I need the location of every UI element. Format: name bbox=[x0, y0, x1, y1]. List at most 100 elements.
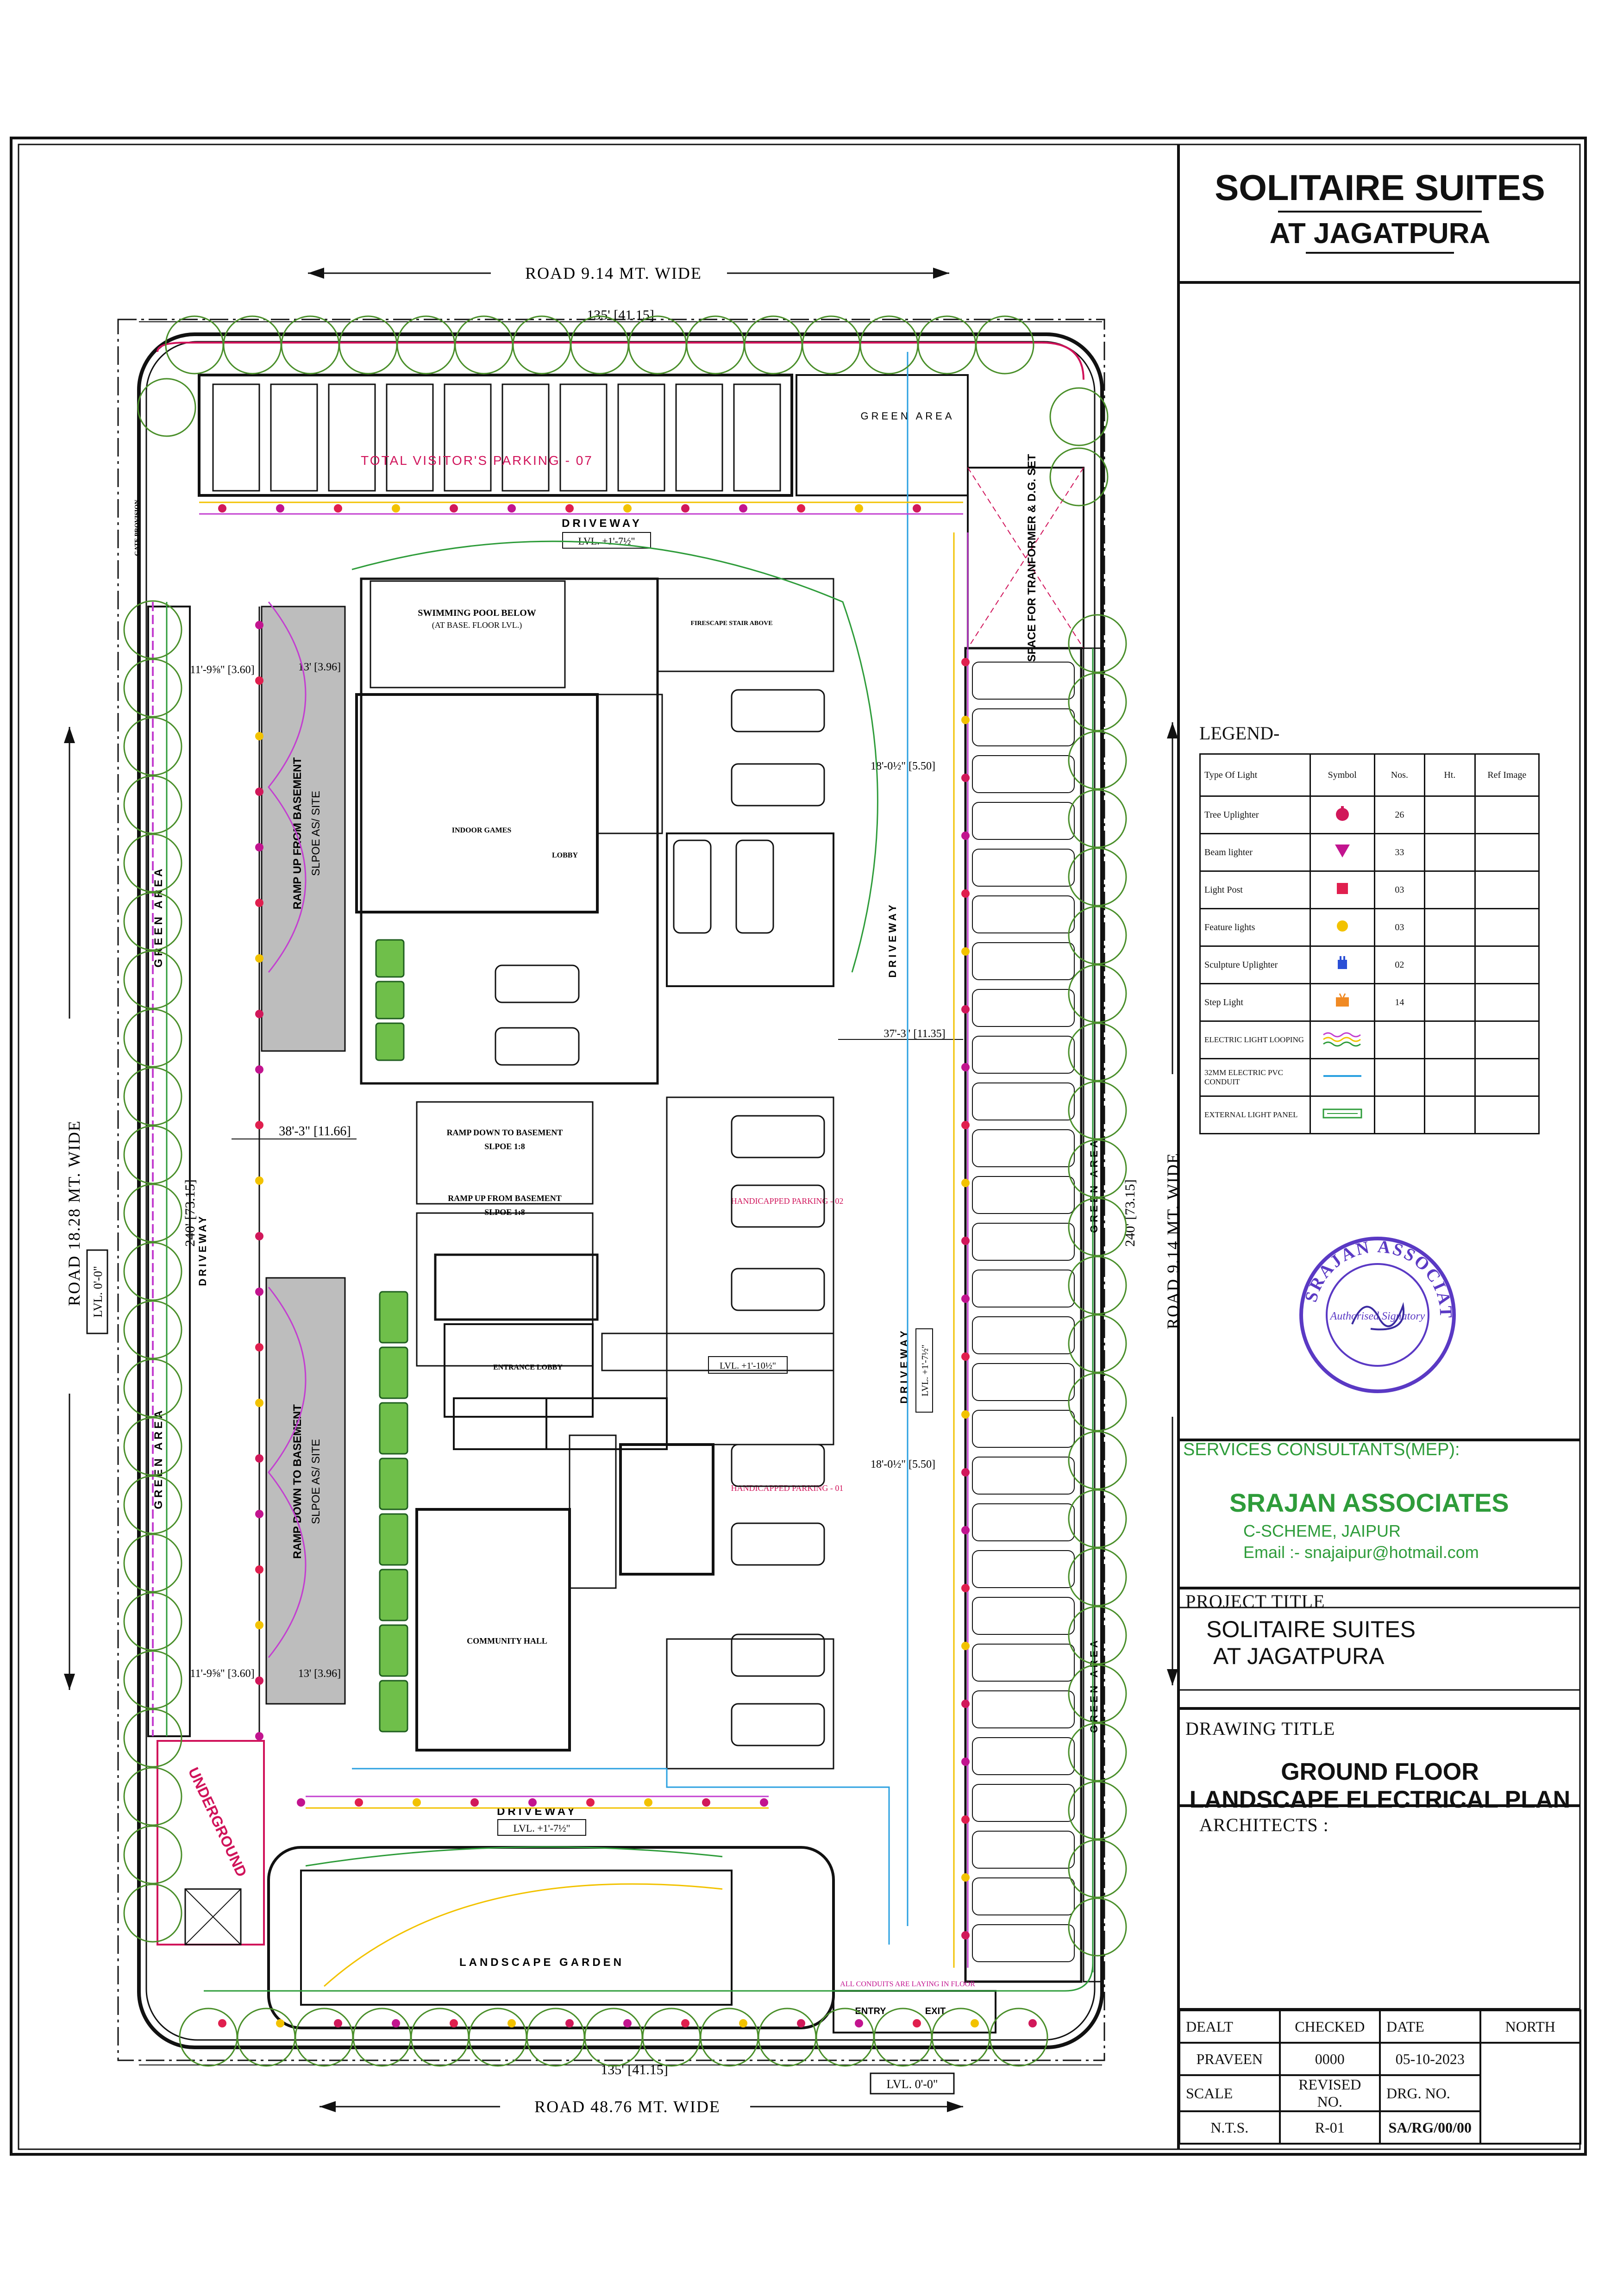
tree bbox=[1068, 1314, 1127, 1373]
light-fixture bbox=[961, 1700, 970, 1708]
parking-bay bbox=[972, 1784, 1075, 1822]
road-bottom: ROAD 48.76 MT. WIDE bbox=[320, 2097, 963, 2116]
legend-row: 32MM ELECTRIC PVC CONDUIT bbox=[1199, 1058, 1540, 1097]
detail-value: R-01 bbox=[1278, 2110, 1381, 2145]
inner-border bbox=[18, 144, 1581, 2150]
light-fixtures bbox=[218, 504, 1037, 2027]
legend-count: 02 bbox=[1373, 945, 1426, 984]
light-fixture bbox=[961, 1468, 970, 1476]
tree bbox=[223, 315, 282, 375]
handicapped-parking-2: HANDICAPPED PARKING - 01 bbox=[731, 1483, 844, 1493]
light-fixture bbox=[961, 1295, 970, 1303]
parking-bay bbox=[972, 755, 1075, 793]
legend-table: Type Of Light Symbol Nos. Ht. Ref Image … bbox=[1199, 753, 1540, 1134]
tree bbox=[352, 2008, 412, 2067]
parking-bay bbox=[972, 1270, 1075, 1308]
parking-bay bbox=[972, 1831, 1075, 1869]
legend-row: Feature lights 03 bbox=[1199, 908, 1540, 947]
tree bbox=[123, 775, 182, 834]
parking-bay bbox=[972, 1597, 1075, 1635]
tree bbox=[123, 1533, 182, 1593]
project-title-label: PROJECT TITLE bbox=[1185, 1591, 1325, 1612]
tree bbox=[338, 315, 398, 375]
parking-bay bbox=[972, 662, 1075, 700]
driveway-top-label: DRIVEWAY bbox=[562, 517, 642, 530]
legend-type: Beam lighter bbox=[1199, 833, 1311, 872]
driveway-center-level: LVL. +1'-7½" bbox=[920, 1345, 930, 1396]
light-fixture bbox=[961, 658, 970, 666]
tree bbox=[1068, 906, 1127, 965]
tree bbox=[1049, 447, 1109, 507]
parking-bay bbox=[972, 1316, 1075, 1354]
dim-11-a: 11'-9⅝" [3.60] bbox=[190, 664, 254, 676]
tree bbox=[123, 1008, 182, 1068]
legend-count: 03 bbox=[1373, 870, 1426, 909]
legend-title: LEGEND- bbox=[1199, 723, 1280, 744]
light-fixture bbox=[739, 2019, 747, 2027]
title-block-lines bbox=[1178, 281, 1580, 2011]
light-fixture bbox=[913, 504, 921, 513]
ramp-up-mid-slope: SLPOE 1:8 bbox=[484, 1207, 525, 1217]
project-name-line2: AT JAGATPURA bbox=[1269, 218, 1491, 250]
light-fixture bbox=[961, 1642, 970, 1650]
tree bbox=[179, 2008, 238, 2067]
tree bbox=[123, 1475, 182, 1534]
light-fixture bbox=[855, 2019, 863, 2027]
light-fixture bbox=[565, 504, 574, 513]
tree bbox=[744, 315, 803, 375]
transformer-label: SPACE FOR TRANFORMER & D.G. SET bbox=[1026, 454, 1038, 662]
underground-tank: UNDERGROUND bbox=[157, 1740, 265, 1946]
legend-type: Light Post bbox=[1199, 870, 1311, 909]
light-fixture bbox=[961, 1931, 970, 1939]
mid-level-label: LVL. +1'-10½" bbox=[720, 1361, 776, 1371]
tree bbox=[123, 1067, 182, 1126]
tree bbox=[1068, 1256, 1127, 1315]
tree bbox=[859, 315, 919, 375]
conduits-note: ALL CONDUITS ARE LAYING IN FLOOR bbox=[840, 1980, 975, 1988]
dim-37: 37'-3" [11.35] bbox=[884, 1028, 945, 1040]
project-title-line1: SOLITAIRE SUITES bbox=[1206, 1616, 1416, 1642]
road-bottom-label: ROAD 48.76 MT. WIDE bbox=[534, 2097, 721, 2116]
shrub-column-1 bbox=[375, 939, 405, 1061]
sculpture-uplighter-icon bbox=[1337, 956, 1347, 969]
tree bbox=[1068, 1081, 1127, 1140]
light-fixture bbox=[255, 788, 263, 796]
tree bbox=[410, 2008, 470, 2067]
light-fixture bbox=[255, 1288, 263, 1296]
light-fixture bbox=[255, 1232, 263, 1240]
light-fixture bbox=[392, 2019, 400, 2027]
electrical-looping bbox=[152, 342, 1094, 1992]
tree bbox=[454, 315, 514, 375]
tree bbox=[396, 315, 456, 375]
detail-header: SCALE bbox=[1178, 2074, 1281, 2112]
light-fixture bbox=[528, 1798, 537, 1807]
legend-header: Nos. bbox=[1373, 753, 1426, 797]
tree bbox=[1068, 1781, 1127, 1840]
gate-provision: GATE PROVISION bbox=[134, 500, 141, 556]
light-fixture bbox=[644, 1798, 652, 1807]
tree bbox=[1068, 731, 1127, 790]
tree bbox=[123, 950, 182, 1009]
tree bbox=[512, 315, 571, 375]
tree bbox=[123, 1300, 182, 1359]
light-fixture bbox=[961, 1526, 970, 1534]
light-fixture bbox=[681, 504, 689, 513]
tree bbox=[123, 1883, 182, 1943]
detail-header: NORTH bbox=[1479, 2009, 1581, 2044]
tree bbox=[123, 892, 182, 951]
tree bbox=[584, 2008, 643, 2067]
tree bbox=[123, 1708, 182, 1768]
parking-bay bbox=[972, 1082, 1075, 1120]
detail-value: SA/RG/00/00 bbox=[1379, 2110, 1481, 2145]
parking-bay bbox=[972, 1690, 1075, 1728]
tree bbox=[975, 315, 1034, 375]
road-right-label: ROAD 9.14 MT. WIDE bbox=[1164, 1152, 1182, 1329]
driveway-left-label: DRIVEWAY bbox=[197, 1214, 208, 1286]
light-fixture bbox=[961, 832, 970, 840]
tree bbox=[123, 1767, 182, 1826]
parking-bay bbox=[972, 1503, 1075, 1541]
parking-bay bbox=[972, 1410, 1075, 1448]
light-fixture bbox=[334, 2019, 342, 2027]
legend-row: Light Post 03 bbox=[1199, 870, 1540, 909]
driveway-bottom-level: LVL. +1'-7½" bbox=[514, 1822, 570, 1834]
